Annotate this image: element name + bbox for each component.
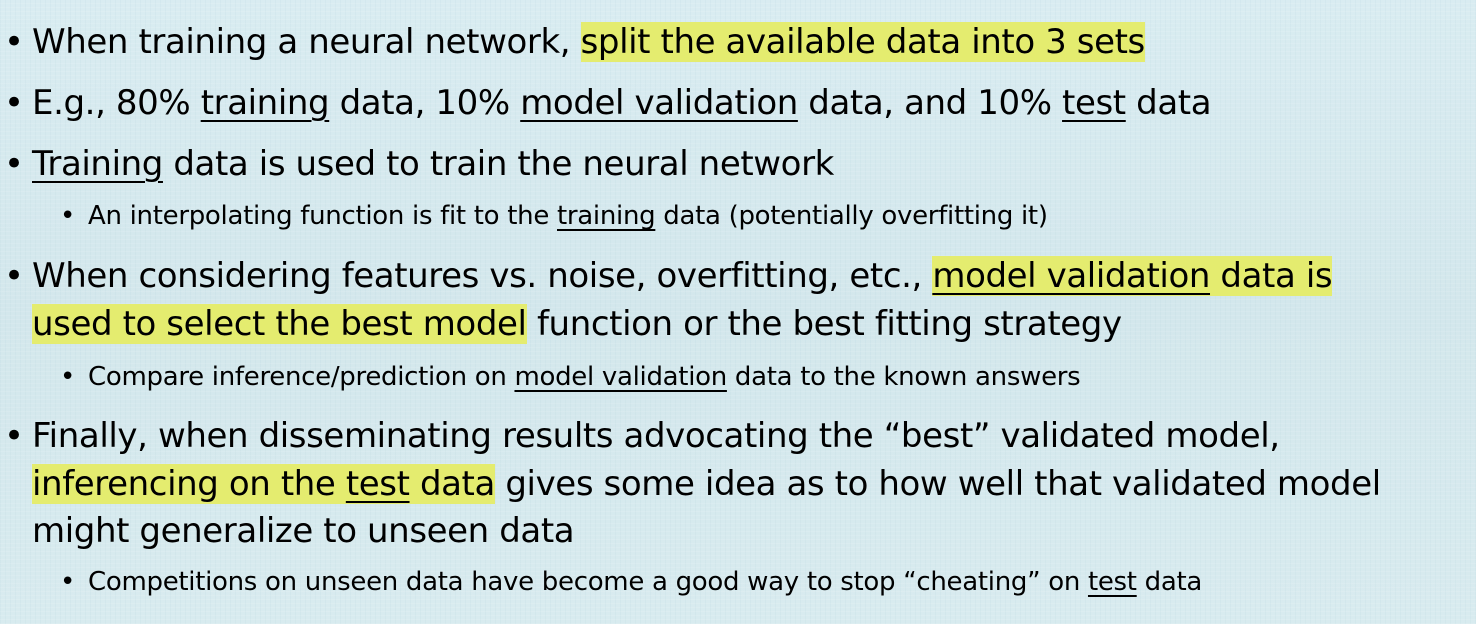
bullet-3: •	[4, 144, 25, 184]
text-segment: gives some idea as to how well that vali…	[494, 464, 1381, 504]
bullet-2: •	[4, 83, 25, 123]
underline-model-validation: model validation	[514, 362, 727, 392]
underline-model-validation: model validation	[932, 256, 1211, 296]
bullet-5-text-line-2: inferencing on the test data gives some …	[32, 464, 1381, 504]
text-segment: Compare inference/prediction on	[88, 362, 515, 392]
text-segment: data	[409, 464, 495, 504]
underline-test: test	[345, 464, 410, 504]
underline-training: Training	[32, 144, 163, 184]
text-segment: Competitions on unseen data have become …	[88, 567, 1088, 597]
bullet-1-text: When training a neural network, split th…	[32, 22, 1145, 62]
text-segment: data (potentially overfitting it)	[655, 201, 1048, 231]
sub-bullet-5-1-text: Competitions on unseen data have become …	[88, 567, 1202, 597]
text-segment: data is	[1210, 256, 1333, 296]
underline-test: test	[1062, 83, 1126, 123]
text-segment: data, and 10%	[797, 83, 1063, 123]
bullet-4-text-line-2: used to select the best model function o…	[32, 304, 1122, 344]
sub-bullet-3-1: •	[60, 201, 76, 231]
underline-training: training	[557, 201, 656, 231]
sub-bullet-4-1-text: Compare inference/prediction on model va…	[88, 362, 1081, 392]
bullet-5-text-line-1: Finally, when disseminating results advo…	[32, 416, 1280, 456]
bullet-1: •	[4, 22, 25, 62]
bullet-4-text-line-1: When considering features vs. noise, ove…	[32, 256, 1333, 296]
text-segment: E.g., 80%	[32, 83, 201, 123]
text-segment: inferencing on the	[32, 464, 346, 504]
text-segment: function or the best fitting strategy	[526, 304, 1122, 344]
text-segment: When training a neural network,	[32, 22, 581, 62]
highlight-split-data: split the available data into 3 sets	[580, 22, 1145, 62]
text-segment: data to the known answers	[726, 362, 1081, 392]
bullet-2-text: E.g., 80% training data, 10% model valid…	[32, 83, 1212, 123]
underline-test: test	[1087, 567, 1137, 597]
bullet-3-text: Training data is used to train the neura…	[32, 144, 834, 184]
sub-bullet-3-1-text: An interpolating function is fit to the …	[88, 201, 1048, 231]
sub-bullet-5-1: •	[60, 567, 76, 597]
highlight-model-validation: model validation data is	[932, 256, 1333, 296]
underline-training: training	[200, 83, 330, 123]
bullet-4: •	[4, 256, 25, 296]
text-segment: data	[1125, 83, 1212, 123]
text-segment: data	[1136, 567, 1203, 597]
bullet-5-text-line-3: might generalize to unseen data	[32, 511, 575, 551]
text-segment: data is used to train the neural network	[162, 144, 834, 184]
underline-model-validation: model validation	[520, 83, 798, 123]
highlight-select-best-model: used to select the best model	[32, 304, 527, 344]
text-segment: data, 10%	[329, 83, 521, 123]
highlight-inferencing-test: inferencing on the test data	[32, 464, 495, 504]
sub-bullet-4-1: •	[60, 362, 76, 392]
text-segment: An interpolating function is fit to the	[88, 201, 557, 231]
text-segment: When considering features vs. noise, ove…	[32, 256, 933, 296]
bullet-5: •	[4, 416, 25, 456]
